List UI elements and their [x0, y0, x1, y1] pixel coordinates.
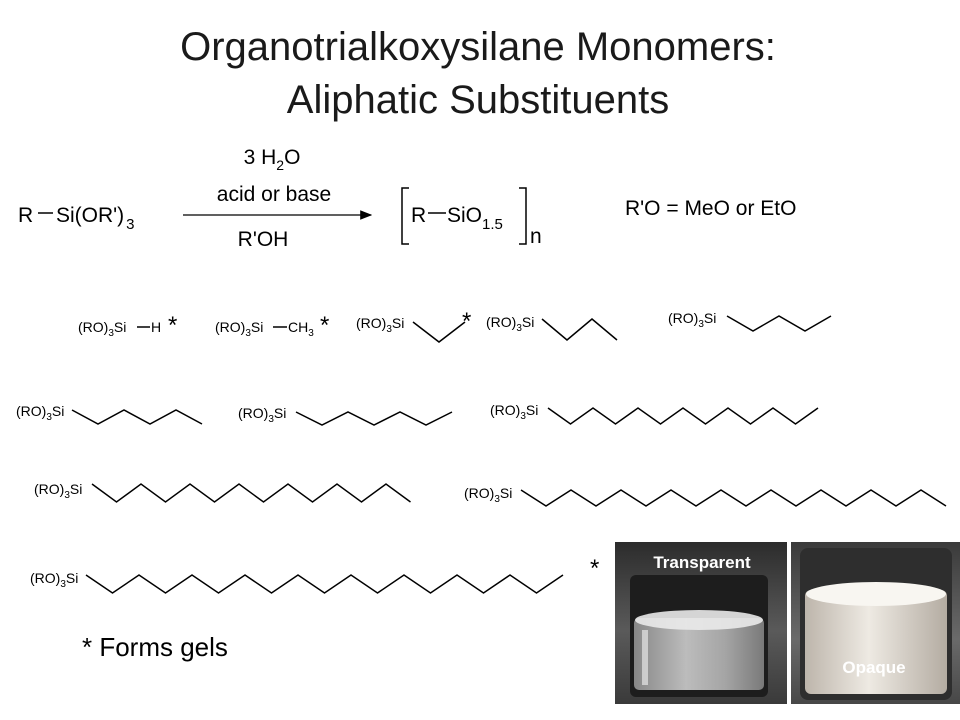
- title-line-1: Organotrialkoxysilane Monomers:: [180, 25, 776, 69]
- monomer-methyl-label: (RO)3Si: [215, 319, 263, 339]
- alkyl-monomer-label: (RO)3Si: [490, 402, 538, 422]
- alkyl-chain-bonds: [85, 574, 564, 594]
- suspension-surface: [806, 582, 946, 606]
- gel-star: *: [320, 312, 329, 339]
- alkyl-chains: (RO)3Si*(RO)3Si(RO)3Si(RO)3Si(RO)3Si(RO)…: [16, 308, 947, 594]
- transparent-label: Transparent: [653, 553, 751, 572]
- alkyl-monomer-label: (RO)3Si: [486, 314, 534, 334]
- product-n: n: [530, 225, 542, 248]
- alkyl-chain-bonds: [726, 315, 832, 332]
- product-bracket-right: [519, 187, 527, 245]
- alkyl-monomer-label: (RO)3Si: [356, 315, 404, 335]
- alkyl-monomer-label: (RO)3Si: [464, 485, 512, 505]
- reaction-scheme: R Si(OR')3 3 H2O acid or base R'OH R SiO…: [18, 146, 796, 251]
- alkyl-monomer-label: (RO)3Si: [16, 403, 64, 423]
- footnote: * Forms gels: [82, 632, 228, 662]
- reagent-water: 3 H2O: [244, 146, 301, 173]
- gel-star: *: [168, 312, 177, 339]
- alkyl-chain-bonds: [91, 483, 411, 503]
- photo-transparent: Transparent: [615, 542, 787, 704]
- hydrogen: H: [151, 319, 161, 335]
- glass-highlight: [642, 630, 648, 685]
- reagent-catalyst: acid or base: [217, 183, 331, 206]
- methyl: CH3: [288, 319, 314, 339]
- title-line-2: Aliphatic Substituents: [287, 78, 669, 122]
- clear-liquid: [634, 618, 764, 690]
- gel-star: *: [462, 308, 471, 335]
- reactant-si-group: Si(OR')3: [56, 204, 135, 233]
- product-sio: SiO1.5: [447, 204, 503, 233]
- monomer-h-label: (RO)3Si: [78, 319, 126, 339]
- alkyl-chain-bonds: [71, 409, 203, 425]
- liquid-surface: [635, 610, 763, 630]
- alkyl-chain-bonds: [520, 489, 947, 507]
- product-r: R: [411, 204, 426, 227]
- byproduct: R'OH: [238, 228, 289, 251]
- white-suspension: [805, 590, 947, 694]
- product-bracket-left: [401, 187, 409, 245]
- alkyl-chain-bonds: [295, 411, 453, 426]
- gel-star: *: [590, 555, 599, 582]
- alkyl-monomer-label: (RO)3Si: [238, 405, 286, 425]
- alkyl-monomer-label: (RO)3Si: [30, 570, 78, 590]
- monomer-methyl: (RO)3Si CH3 *: [215, 312, 329, 339]
- alkyl-chain-bonds: [547, 407, 819, 425]
- monomer-h: (RO)3Si H *: [78, 312, 177, 339]
- alkyl-chain-bonds: [412, 321, 466, 343]
- r-prime-definition: R'O = MeO or EtO: [625, 197, 796, 220]
- photo-opaque: Opaque: [791, 542, 960, 704]
- alkyl-chain-bonds: [541, 318, 618, 341]
- reactant-r: R: [18, 204, 33, 227]
- alkyl-monomer-label: (RO)3Si: [34, 481, 82, 501]
- alkyl-monomer-label: (RO)3Si: [668, 310, 716, 330]
- opaque-label: Opaque: [842, 658, 905, 677]
